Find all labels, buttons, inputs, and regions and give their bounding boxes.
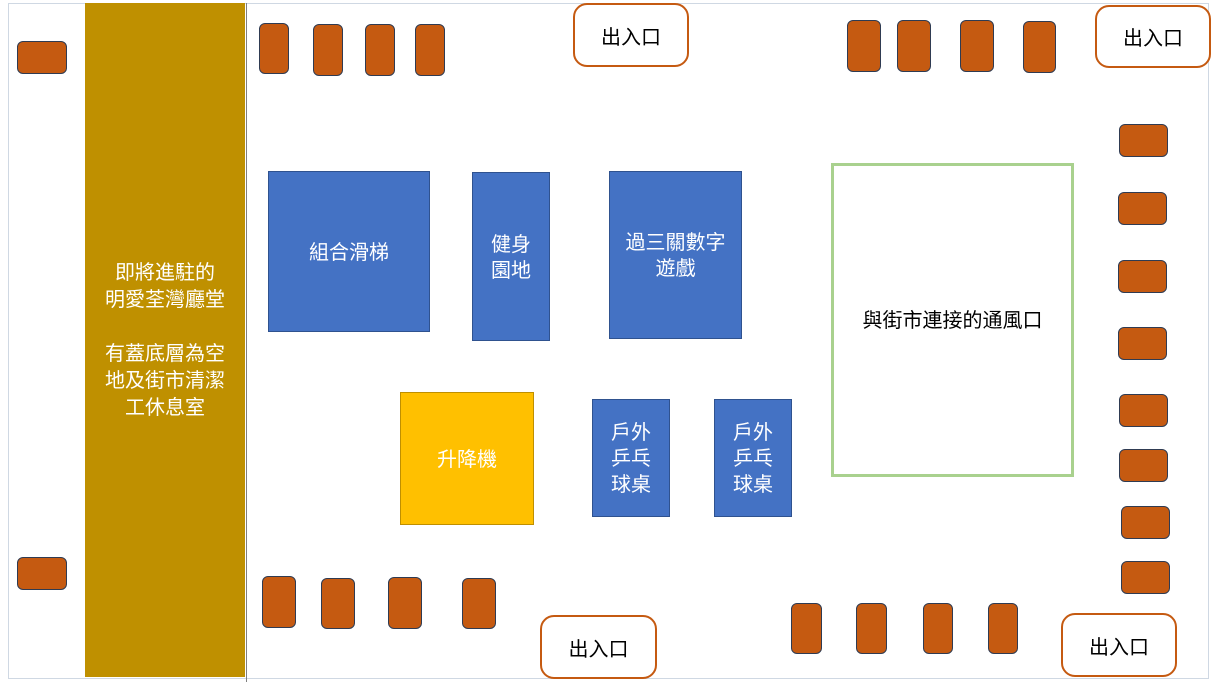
bench xyxy=(1119,124,1168,157)
bench xyxy=(1118,260,1167,293)
bench xyxy=(259,23,289,74)
combination-slide: 組合滑梯 xyxy=(268,171,430,332)
hall-label-line-5: 工休息室 xyxy=(125,395,205,419)
hall-label-line-1: 即將進駐的 xyxy=(115,260,215,284)
market-ventilation-opening: 與街市連接的通風口 xyxy=(831,163,1074,477)
bench xyxy=(1023,21,1056,73)
bench xyxy=(988,603,1018,654)
exit-bottom-right: 出入口 xyxy=(1061,613,1177,677)
bench xyxy=(847,20,881,72)
bench xyxy=(1119,394,1168,427)
number-game: 過三關數字 遊戲 xyxy=(609,171,742,339)
bench xyxy=(1119,449,1168,482)
bench xyxy=(960,20,994,72)
bench xyxy=(262,576,296,628)
bench xyxy=(388,577,422,629)
bench xyxy=(856,603,887,654)
bench xyxy=(1118,327,1167,360)
outdoor-pingpong-table-2: 戶外 乒乓 球桌 xyxy=(714,399,792,517)
bench xyxy=(791,603,822,654)
bench xyxy=(462,578,496,629)
fitness-area: 健身 園地 xyxy=(472,172,550,341)
bench xyxy=(1121,506,1170,539)
bench xyxy=(17,557,67,590)
bench xyxy=(321,578,355,629)
lift: 升降機 xyxy=(400,392,534,525)
hall-label-line-3: 有蓋底層為空 xyxy=(105,341,225,365)
exit-top-middle: 出入口 xyxy=(573,3,689,67)
bench xyxy=(923,603,953,654)
outdoor-pingpong-table-1: 戶外 乒乓 球桌 xyxy=(592,399,670,517)
bench xyxy=(313,24,343,76)
bench xyxy=(415,24,445,76)
hall-label-line-4: 地及街市清潔 xyxy=(105,368,225,392)
exit-top-right: 出入口 xyxy=(1095,5,1211,68)
bench xyxy=(1121,561,1170,594)
exit-bottom-middle: 出入口 xyxy=(540,615,657,679)
bench xyxy=(1118,192,1167,225)
bench xyxy=(897,20,931,72)
area-divider-line xyxy=(246,3,247,682)
hall-label-line-2: 明愛荃灣廳堂 xyxy=(105,287,225,311)
bench xyxy=(17,41,67,74)
caritas-hall-block: 即將進駐的 明愛荃灣廳堂 有蓋底層為空 地及街市清潔 工休息室 xyxy=(85,3,245,677)
bench xyxy=(365,24,395,76)
